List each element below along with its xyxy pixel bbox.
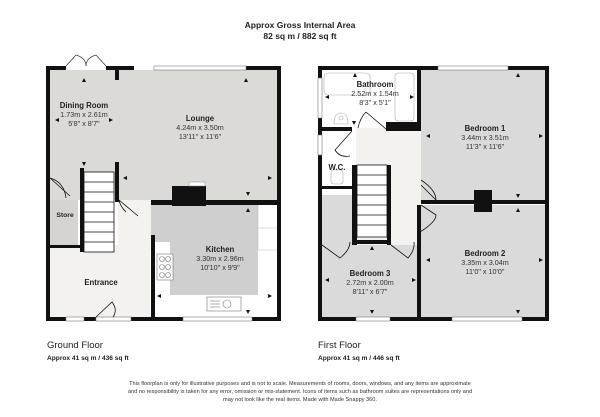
room-imperial: 13'11" x 11'6" <box>178 132 222 141</box>
room-imperial: 11'3" x 11'6" <box>465 142 505 151</box>
first-floor-area: Approx 41 sq m / 446 sq ft <box>318 355 400 362</box>
room-imperial: 8'11" x 6'7" <box>352 287 388 296</box>
ground-measure-arrows <box>55 78 272 314</box>
room-name: Entrance <box>84 278 118 287</box>
first-stairs <box>356 164 388 238</box>
room-label-bedroom-1: Bedroom 1 3.44m x 3.51m 11'3" x 11'6" <box>440 124 530 151</box>
room-label-bathroom: Bathroom 2.52m x 1.54m 8'3" x 5'1" <box>335 80 415 107</box>
room-label-kitchen: Kitchen 3.30m x 2.96m 10'10" x 9'9" <box>180 245 260 272</box>
room-metric: 2.72m x 2.00m <box>346 278 394 287</box>
disclaimer-line-3: may not look like the real items. Made w… <box>223 397 377 403</box>
disclaimer-line-1: This floorplan is only for illustrative … <box>129 381 471 387</box>
ground-windows <box>65 65 253 322</box>
basin-icon <box>333 112 349 125</box>
room-label-bedroom-3: Bedroom 3 2.72m x 2.00m 8'11" x 6'7" <box>325 269 415 296</box>
first-walls <box>318 66 549 321</box>
bedroom2-fill <box>421 205 545 317</box>
first-doors <box>321 111 437 259</box>
room-name: Bedroom 1 <box>464 124 506 133</box>
ground-floor-plan <box>46 54 281 322</box>
gross-area-header: Approx Gross Internal Area 82 sq m / 882… <box>0 20 600 42</box>
first-windows <box>317 65 523 322</box>
first-floor-plan <box>317 65 549 322</box>
gross-area-value: 82 sq m / 882 sq ft <box>263 31 337 41</box>
room-name: Bedroom 2 <box>464 249 506 258</box>
room-metric: 1.73m x 2.61m <box>60 110 108 119</box>
ground-doors <box>49 177 139 318</box>
room-name: W.C. <box>328 163 346 172</box>
toilet-icon <box>330 169 344 185</box>
store-fill <box>50 200 78 245</box>
ground-walls <box>46 66 281 321</box>
room-label-entrance: Entrance <box>70 278 132 287</box>
ground-stairs <box>83 171 115 253</box>
room-name: Store <box>56 212 74 219</box>
room-name: Bedroom 3 <box>349 269 391 278</box>
room-metric: 2.52m x 1.54m <box>351 89 399 98</box>
room-imperial: 11'0" x 10'0" <box>465 267 505 276</box>
bath-icon <box>323 72 415 122</box>
first-floor-title: First Floor <box>318 340 361 351</box>
ground-floor-area: Approx 41 sq m / 436 sq ft <box>47 355 129 362</box>
disclaimer: This floorplan is only for illustrative … <box>40 380 560 404</box>
room-imperial: 5'8" x 8'7" <box>68 119 100 128</box>
room-name: Kitchen <box>205 245 235 254</box>
room-label-bedroom-2: Bedroom 2 3.35m x 3.04m 11'0" x 10'0" <box>440 249 530 276</box>
room-metric: 3.35m x 3.04m <box>461 258 509 267</box>
sink-icon <box>206 296 242 312</box>
ground-floor-title: Ground Floor <box>47 340 103 351</box>
room-metric: 3.44m x 3.51m <box>461 133 509 142</box>
room-imperial: 10'10" x 9'9" <box>200 263 240 272</box>
first-measure-arrows <box>325 73 543 314</box>
room-name: Lounge <box>185 114 215 123</box>
room-metric: 4.24m x 3.50m <box>176 123 224 132</box>
room-name: Dining Room <box>59 101 109 110</box>
bedroom1-fill <box>421 70 545 200</box>
kitchen-fill <box>170 205 258 295</box>
room-metric: 3.30m x 2.96m <box>196 254 244 263</box>
hall-fill <box>118 200 151 250</box>
gross-area-title: Approx Gross Internal Area <box>244 20 356 30</box>
room-name: Bathroom <box>356 80 394 89</box>
room-label-store: Store <box>50 211 80 220</box>
dining-french-doors <box>65 54 107 67</box>
room-label-dining-room: Dining Room 1.73m x 2.61m 5'8" x 8'7" <box>52 101 116 128</box>
entrance-fill <box>50 245 150 317</box>
room-label-lounge: Lounge 4.24m x 3.50m 13'11" x 11'6" <box>150 114 250 141</box>
room-label-wc: W.C. <box>322 163 352 172</box>
hob-icon <box>156 253 174 281</box>
disclaimer-line-2: and no responsibility is taken for any e… <box>127 389 473 395</box>
room-imperial: 8'3" x 5'1" <box>359 98 391 107</box>
